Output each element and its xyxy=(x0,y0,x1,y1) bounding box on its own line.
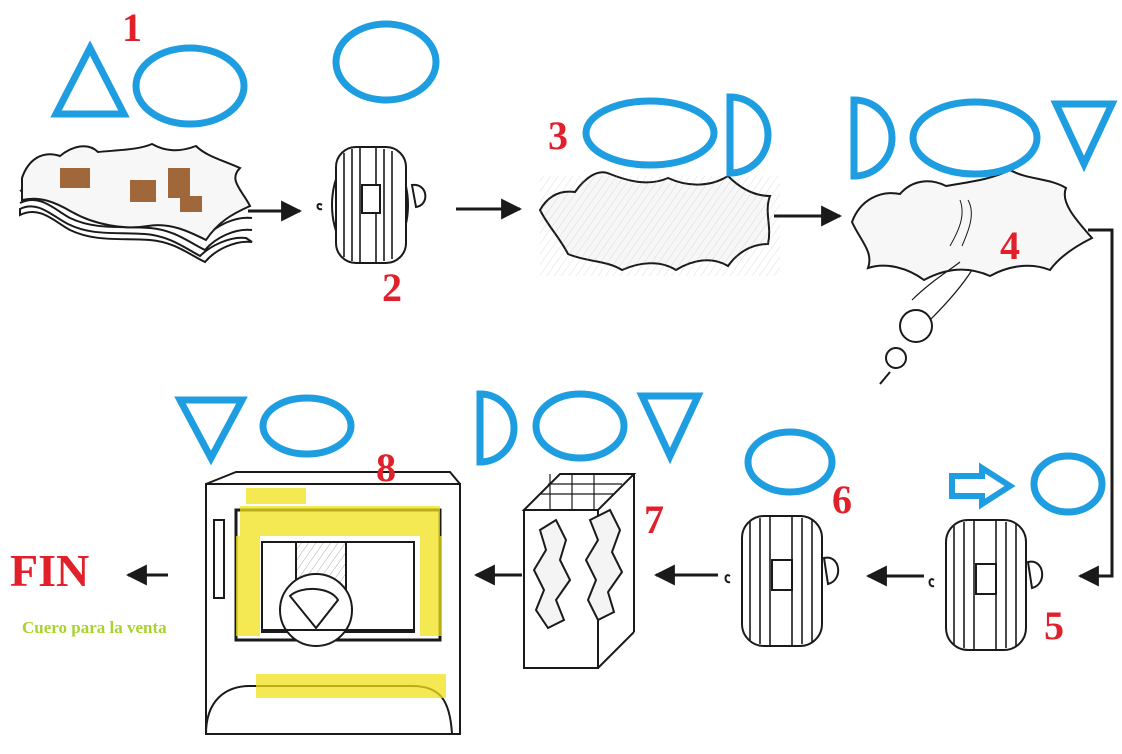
step-number-2: 2 xyxy=(382,265,402,310)
step-number-8: 8 xyxy=(376,445,396,490)
stacked-hides-drawing xyxy=(19,142,253,264)
step-number-3: 3 xyxy=(548,113,568,158)
half-circle-symbol xyxy=(850,96,896,180)
process-symbols xyxy=(50,20,1118,516)
oval-symbol xyxy=(132,44,248,128)
step-number-1: 1 xyxy=(122,5,142,50)
oval-symbol xyxy=(582,97,718,169)
flow-arrows xyxy=(125,198,1114,587)
oval-symbol xyxy=(259,394,355,458)
oval-symbol xyxy=(1030,452,1106,516)
half-circle-symbol xyxy=(726,93,772,177)
drying-frame-drawing xyxy=(521,473,637,669)
oval-symbol xyxy=(532,390,628,462)
triangle-down-symbol xyxy=(636,392,704,465)
end-caption: Cuero para la venta xyxy=(22,618,167,637)
oval-symbol xyxy=(332,20,440,104)
step-number-4: 4 xyxy=(1000,223,1020,268)
end-label: FIN xyxy=(10,545,90,596)
flow-arrow xyxy=(1077,228,1114,587)
triangle-down-symbol xyxy=(174,396,248,466)
oval-symbol xyxy=(744,428,836,496)
fleshing-hide-drawing xyxy=(850,168,1094,385)
triangle-down-symbol xyxy=(1050,100,1118,173)
step-number-7: 7 xyxy=(644,497,664,542)
step-number-6: 6 xyxy=(832,477,852,522)
triangle-up-symbol xyxy=(50,40,130,118)
wash-drum-drawing xyxy=(316,146,427,264)
half-circle-symbol xyxy=(476,390,518,466)
oval-symbol xyxy=(909,98,1041,178)
press-machine-drawing xyxy=(205,471,461,735)
tanning-drum-drawing xyxy=(928,519,1043,651)
arrow-symbol xyxy=(949,462,1016,510)
dyeing-drum-drawing xyxy=(724,515,839,647)
step-number-5: 5 xyxy=(1044,603,1064,648)
single-hide-drawing xyxy=(538,171,780,276)
